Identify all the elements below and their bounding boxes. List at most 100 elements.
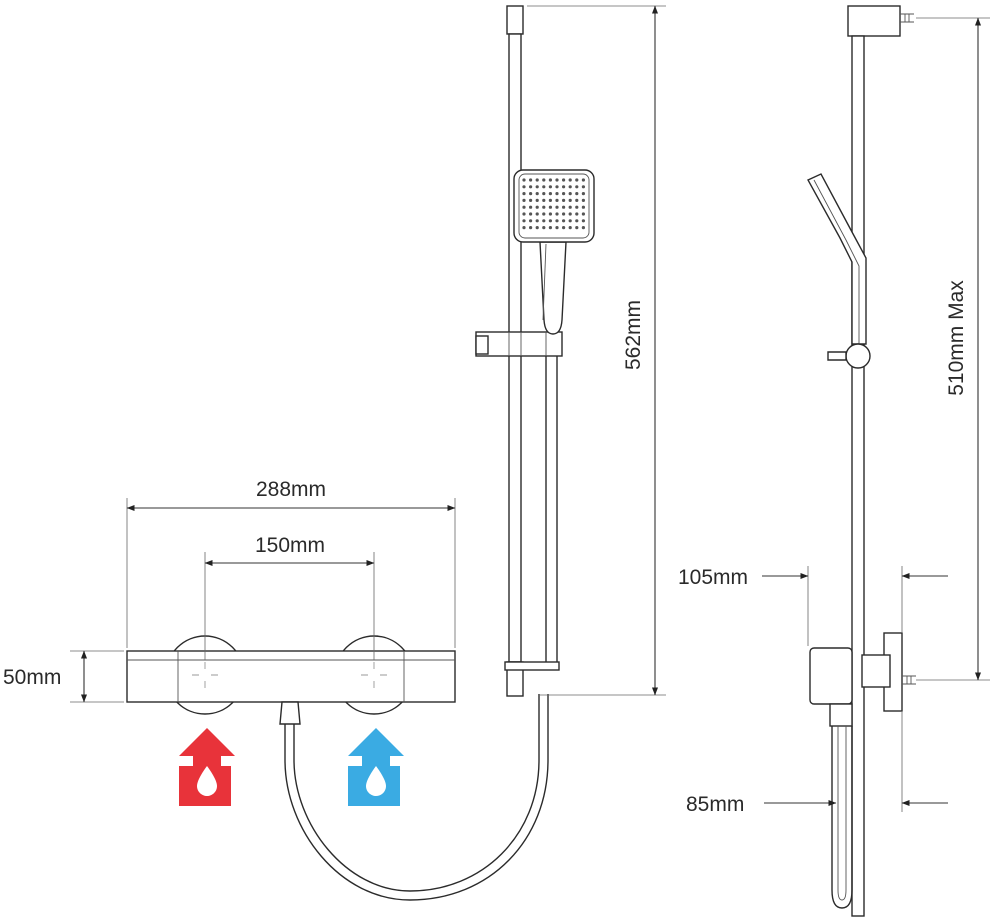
- spray-nozzle: [555, 178, 559, 182]
- spray-nozzle: [562, 178, 566, 182]
- spray-nozzle: [575, 185, 579, 189]
- spray-face: [522, 178, 586, 230]
- spray-nozzle: [522, 185, 526, 189]
- spray-nozzle: [522, 178, 526, 182]
- spray-nozzle: [575, 198, 579, 202]
- spray-nozzle: [522, 205, 526, 209]
- spray-nozzle: [555, 226, 559, 230]
- dim-body-height: 50mm: [3, 650, 124, 703]
- dim-rail-max: 510mm Max: [916, 17, 990, 681]
- spray-nozzle: [555, 205, 559, 209]
- spray-nozzle: [575, 205, 579, 209]
- dim-width-overall: 288mm: [126, 478, 456, 648]
- spray-nozzle: [542, 178, 546, 182]
- spray-nozzle: [529, 178, 533, 182]
- right-centre-mark: [361, 662, 387, 688]
- spray-nozzle: [548, 192, 553, 196]
- spray-nozzle: [548, 178, 553, 182]
- spray-nozzle: [581, 226, 586, 230]
- spray-nozzle: [555, 219, 559, 223]
- spray-nozzle: [568, 219, 572, 223]
- spray-nozzle: [529, 226, 533, 230]
- spray-nozzle: [535, 226, 539, 230]
- spray-nozzle: [562, 192, 566, 196]
- spray-nozzle: [568, 178, 572, 182]
- spray-nozzle: [568, 226, 572, 230]
- dim-projection-lower: 85mm: [686, 712, 948, 816]
- spray-nozzle: [535, 212, 539, 216]
- spray-nozzle: [542, 185, 546, 189]
- spray-nozzle: [535, 219, 539, 223]
- spray-nozzle: [562, 219, 566, 223]
- hot-water-inlet-icon: [179, 728, 235, 806]
- dim-centres: 150mm: [204, 534, 375, 660]
- handset-side-profile: [807, 173, 867, 345]
- bar-valve-front-view: [126, 635, 456, 725]
- handset-handle: [539, 241, 567, 335]
- dim-label-50: 50mm: [3, 666, 61, 689]
- spray-nozzle: [529, 192, 533, 196]
- spray-nozzle: [581, 178, 586, 182]
- spray-nozzle: [529, 205, 533, 209]
- spray-nozzle: [562, 212, 566, 216]
- spray-nozzle: [535, 198, 539, 202]
- spray-nozzle: [575, 219, 579, 223]
- spray-nozzle: [535, 205, 539, 209]
- spray-nozzle: [562, 226, 566, 230]
- dim-projection-upper: 105mm: [678, 566, 948, 646]
- spray-nozzle: [522, 226, 526, 230]
- spray-nozzle: [542, 198, 546, 202]
- spray-nozzle: [522, 219, 526, 223]
- spray-nozzle: [522, 198, 526, 202]
- spray-nozzle: [555, 192, 559, 196]
- spray-nozzle: [535, 178, 539, 182]
- spray-nozzle: [522, 192, 526, 196]
- dim-label-85: 85mm: [686, 793, 744, 816]
- spray-nozzle: [522, 212, 526, 216]
- spray-nozzle: [548, 219, 553, 223]
- spray-nozzle: [542, 226, 546, 230]
- dim-rail-length: 562mm: [527, 5, 666, 696]
- valve-outlet: [279, 701, 301, 725]
- dim-label-288: 288mm: [256, 478, 326, 501]
- spray-nozzle: [562, 185, 566, 189]
- dim-label-510: 510mm Max: [945, 280, 968, 396]
- spray-nozzle: [542, 205, 546, 209]
- slider-bracket: [475, 331, 563, 357]
- spray-nozzle: [535, 185, 539, 189]
- spray-nozzle: [529, 185, 533, 189]
- spray-nozzle: [529, 212, 533, 216]
- spray-nozzle: [548, 226, 553, 230]
- spray-nozzle: [542, 192, 546, 196]
- spray-nozzle: [581, 185, 586, 189]
- spray-nozzle: [555, 212, 559, 216]
- spray-nozzle: [529, 219, 533, 223]
- spray-nozzle: [555, 185, 559, 189]
- spray-nozzle: [575, 178, 579, 182]
- cold-water-inlet-icon: [348, 728, 404, 806]
- spray-nozzle: [548, 185, 553, 189]
- spray-nozzle: [581, 205, 586, 209]
- side-riser-rail: [851, 35, 865, 917]
- spray-nozzle: [568, 185, 572, 189]
- spray-nozzle: [581, 198, 586, 202]
- spray-nozzle: [529, 198, 533, 202]
- valve-body: [126, 650, 456, 703]
- spray-nozzle: [562, 198, 566, 202]
- spray-nozzle: [555, 198, 559, 202]
- spray-nozzle: [562, 205, 566, 209]
- spray-nozzle: [548, 205, 553, 209]
- valve-side-body: [809, 647, 853, 705]
- spray-nozzle: [575, 226, 579, 230]
- top-wall-bracket: [847, 5, 901, 37]
- side-view: [807, 5, 916, 917]
- spray-nozzle: [581, 219, 586, 223]
- left-centre-mark: [192, 662, 218, 688]
- spray-nozzle: [575, 212, 579, 216]
- spray-nozzle: [581, 212, 586, 216]
- dim-label-562: 562mm: [622, 300, 645, 370]
- shower-hose: [284, 694, 549, 901]
- spray-nozzle: [568, 205, 572, 209]
- spray-nozzle: [542, 219, 546, 223]
